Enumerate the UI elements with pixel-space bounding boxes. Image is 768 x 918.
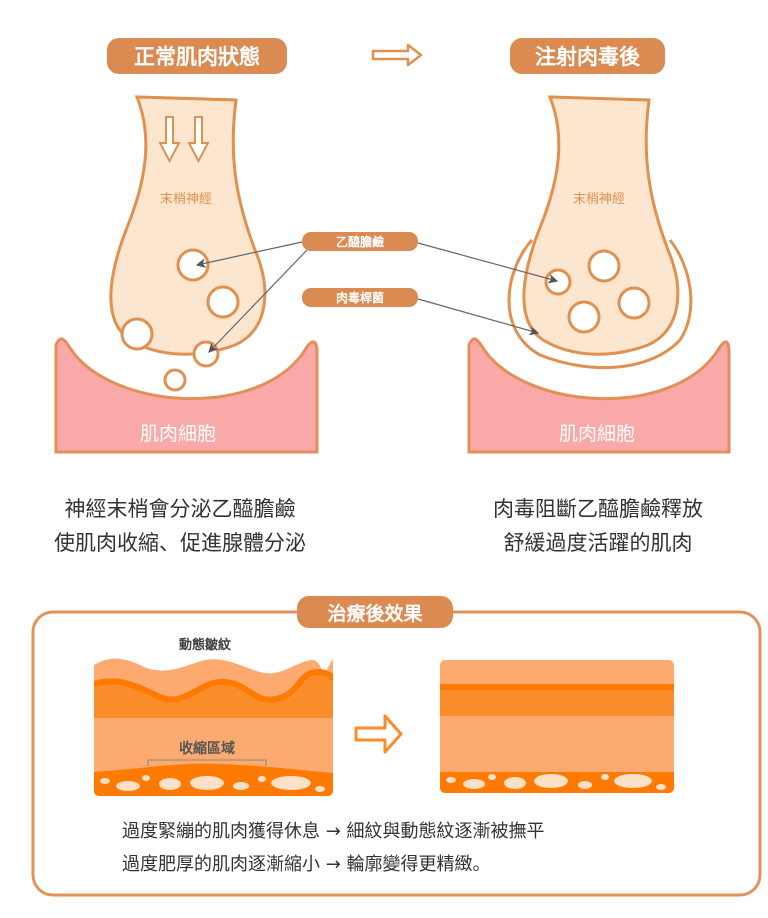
vesicle (544, 268, 572, 296)
hollow-arrow-right-icon (371, 43, 423, 67)
down-arrow-icon (158, 116, 181, 164)
left-muscle-cell (54, 337, 319, 454)
vesicle (206, 285, 240, 319)
callout-line (195, 241, 303, 268)
contraction-label: 收縮區域 (179, 741, 235, 757)
callout-line (208, 249, 308, 353)
acetylcholine-label: 乙醯膽鹼 (302, 232, 418, 251)
caption-line: 使肌肉收縮、促進腺體分泌 (54, 531, 306, 555)
left-nerve-label: 末梢神經 (159, 192, 213, 207)
skin-smooth (440, 660, 674, 793)
caption-line: 肉毒阻斷乙醯膽鹼釋放 (493, 497, 703, 521)
right-title-pill: 注射肉毒後 (510, 38, 665, 74)
vesicle (120, 317, 154, 351)
left-nerve-terminal (109, 95, 267, 392)
left-muscle-label: 肌肉細胞 (139, 423, 217, 445)
effect-line: 過度緊繃的肌肉獲得休息 → 細紋與動態紋逐漸被撫平 (122, 821, 545, 842)
hollow-arrow-right-icon (354, 714, 403, 754)
right-caption: 肉毒阻斷乙醯膽鹼釋放 舒緩過度活躍的肌肉 (493, 492, 703, 560)
effects-description: 過度緊繃的肌肉獲得休息 → 細紋與動態紋逐漸被撫平 過度肥厚的肌肉逐漸縮小 → … (122, 815, 545, 881)
right-muscle-label: 肌肉細胞 (558, 423, 636, 445)
vesicle (163, 368, 187, 392)
skin-wrinkled (94, 655, 333, 796)
effects-title-pill: 治療後效果 (297, 596, 453, 628)
right-muscle-cell (467, 337, 731, 454)
down-arrow-icon (187, 116, 210, 164)
caption-line: 神經末梢會分泌乙醯膽鹼 (64, 497, 296, 521)
botulinum-label: 肉毒桿菌 (302, 288, 418, 307)
left-caption: 神經末梢會分泌乙醯膽鹼 使肌肉收縮、促進腺體分泌 (54, 492, 306, 560)
callout-line (417, 298, 540, 336)
wrinkle-label: 動態皺紋 (178, 638, 232, 653)
right-nerve-terminal (507, 95, 693, 370)
vesicle (567, 300, 601, 334)
contraction-bracket (147, 759, 267, 766)
callout-line (417, 242, 559, 284)
vesicle (587, 249, 621, 283)
caption-line: 舒緩過度活躍的肌肉 (503, 531, 693, 555)
right-nerve-label: 末梢神經 (572, 192, 626, 207)
vesicle (617, 286, 651, 320)
vesicle (176, 248, 210, 282)
effect-line: 過度肥厚的肌肉逐漸縮小 → 輪廓變得更精緻。 (122, 854, 491, 875)
left-title-pill: 正常肌肉狀態 (107, 38, 287, 74)
